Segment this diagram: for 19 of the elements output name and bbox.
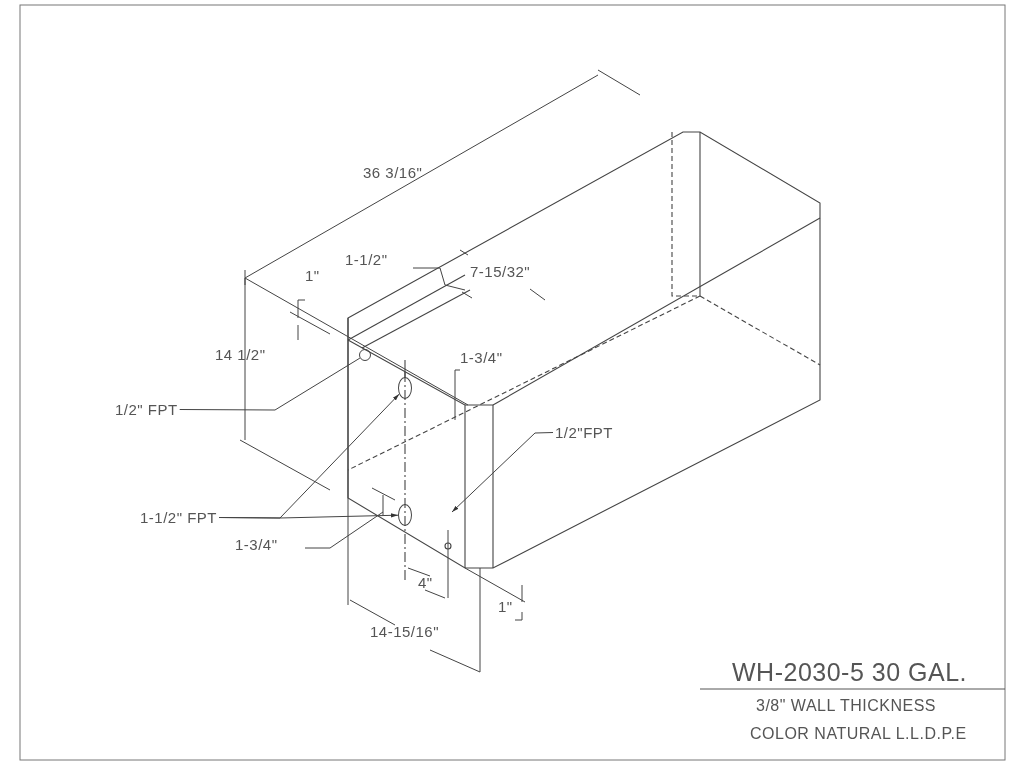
dimension-label: 1-1/2" xyxy=(345,251,388,268)
leader-line xyxy=(218,513,399,519)
leader-line xyxy=(179,357,361,411)
dimension-label: 7-15/32" xyxy=(470,263,531,280)
callout-label: 1-1/2" FPT xyxy=(140,509,217,526)
note-text: 3/8" WALL THICKNESS xyxy=(756,696,936,715)
dimension-label: 14-15/16" xyxy=(370,623,440,640)
dimension-label: 4" xyxy=(418,574,433,591)
callout-label: 1/2" FPT xyxy=(115,401,178,418)
dimension-label: 1" xyxy=(305,267,320,284)
leader-line xyxy=(451,432,554,513)
note-text: COLOR NATURAL L.L.D.P.E xyxy=(750,724,967,743)
dimension-label: 1-3/4" xyxy=(235,536,278,553)
dimension-label: 36 3/16" xyxy=(363,164,423,181)
title-text: WH-2030-5 30 GAL. xyxy=(732,658,967,686)
dimension-label: 14 1/2" xyxy=(215,346,266,363)
callout-label: 1/2"FPT xyxy=(555,424,613,441)
dimension-label: 1" xyxy=(498,598,513,615)
dimension-label: 1-3/4" xyxy=(460,349,503,366)
